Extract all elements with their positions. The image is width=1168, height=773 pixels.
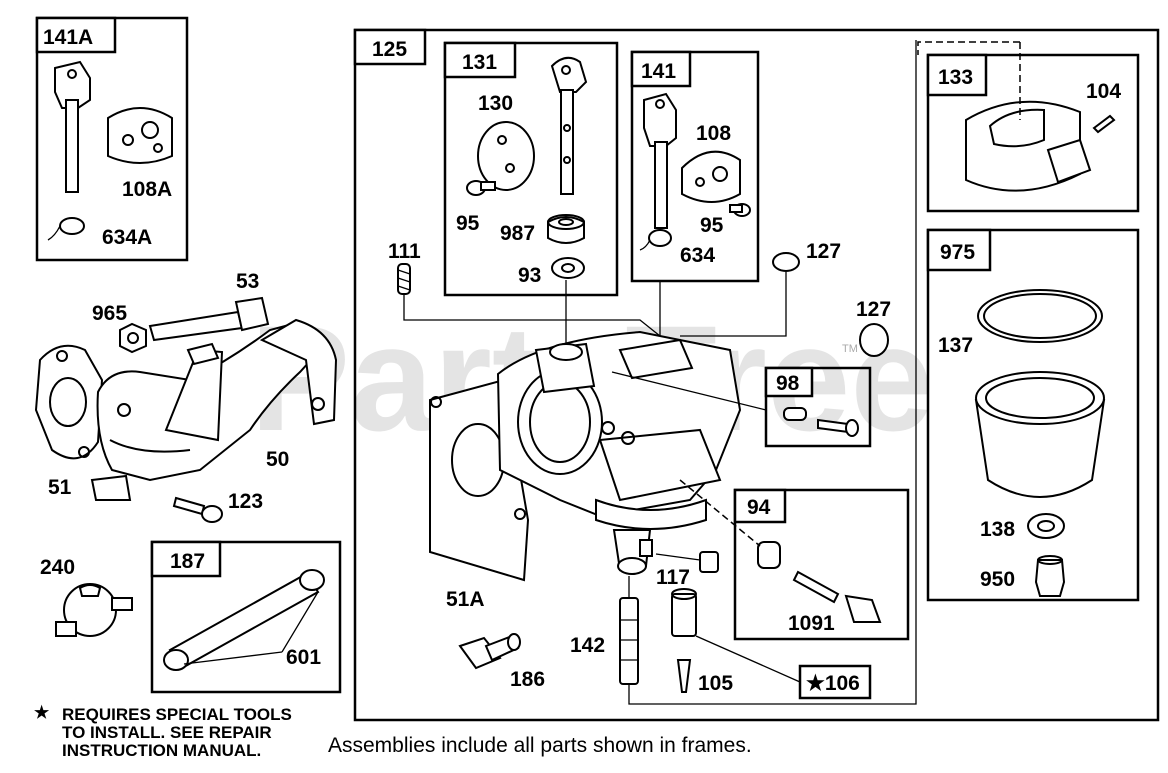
label-127-b: 127 [856,298,891,321]
part-95-screw-b [729,203,751,217]
part-950-nut [1034,555,1066,597]
part-186-elbow [458,633,521,670]
label-50: 50 [266,448,289,471]
part-137-gasket [977,289,1103,343]
label-1091: 1091 [788,612,835,635]
part-634-spring [639,229,672,251]
part-125-carburetor-body [496,330,742,575]
part-987-seal [547,214,585,244]
frame-133-label: 133 [938,66,973,89]
note-line-3: INSTRUCTION MANUAL. [62,741,261,760]
part-94-mixture-screw [757,541,882,623]
part-142-nozzle [619,597,639,685]
frame-94-label: 94 [747,496,771,519]
label-104: 104 [1086,80,1121,103]
part-123-bolt [172,496,223,523]
part-53-stud [148,296,270,342]
label-130: 130 [478,92,513,115]
frame-131: 131 130 95 987 93 [443,41,619,297]
frame-141A-label: 141A [43,26,93,49]
part-104-pin [1092,114,1116,134]
label-987: 987 [500,222,535,245]
label-51A: 51A [446,588,485,611]
footer-note: Assemblies include all parts shown in fr… [328,734,752,757]
frame-94: 94 1091 [733,488,910,641]
part-141A-shaft [54,60,91,193]
part-108-plate [681,150,741,203]
part-133-float [965,100,1092,192]
frame-141A: 141A 108A 634A [35,16,189,262]
label-138: 138 [980,518,1015,541]
part-965-nut [119,322,147,354]
part-117-plug [699,551,719,573]
special-tools-note: ★ REQUIRES SPECIAL TOOLS TO INSTALL. SEE… [34,703,292,760]
label-117: 117 [656,566,690,589]
label-105: 105 [698,672,733,695]
label-93: 93 [518,264,541,287]
frame-131-label: 131 [462,51,497,74]
label-634A: 634A [102,226,152,249]
part-95-screw-a [466,180,496,196]
part-98-idle-screw [783,407,859,437]
label-95-a: 95 [456,212,480,235]
frame-98: 98 [764,366,872,448]
label-123: 123 [228,490,263,513]
label-95-b: 95 [700,214,724,237]
label-950: 950 [980,568,1015,591]
part-51-gasket [34,344,104,460]
label-108: 108 [696,122,731,145]
watermark-trademark: TM [842,343,858,355]
note-star: ★ [34,703,50,722]
label-108A: 108A [122,178,172,201]
part-240-filter [55,583,133,637]
part-130-plate [477,121,535,191]
frame-187: 187 601 [150,540,342,694]
frame-125-label: 125 [372,38,407,61]
label-240: 240 [40,556,75,579]
frame-125: 125 [353,28,1160,722]
label-51: 51 [48,476,72,499]
label-601: 601 [286,646,321,669]
part-131-choke-shaft [550,56,588,195]
part-141-throttle-shaft [643,92,677,229]
frame-98-label: 98 [776,372,800,395]
part-111-spring [397,263,411,295]
part-127-plug-b [859,323,889,357]
frame-975: 975 137 138 950 [926,228,1140,602]
frame-187-label: 187 [170,550,205,573]
frame-141: 141 108 95 634 [630,50,760,283]
label-965: 965 [92,302,127,325]
label-127-a: 127 [806,240,841,263]
part-634A [47,217,85,241]
note-line-2: TO INSTALL. SEE REPAIR [62,723,272,742]
frame-141-label: 141 [641,60,676,83]
part-108A [107,107,173,164]
part-127-plug-a [772,252,800,272]
label-142: 142 [570,634,605,657]
label-186: 186 [510,668,545,691]
frame-133: 133 104 [917,41,1140,213]
part-975-bowl [974,371,1106,498]
frame-106: ★106 [798,664,872,700]
label-137: 137 [938,334,973,357]
frame-975-label: 975 [940,241,975,264]
part-93-seal [551,257,585,279]
part-50-manifold [90,318,338,501]
part-105-seat [671,588,697,637]
part-138-washer [1027,513,1065,539]
frame-106-label: ★106 [806,672,860,695]
label-634: 634 [680,244,715,267]
part-105-needle [676,659,692,693]
note-line-1: REQUIRES SPECIAL TOOLS [62,705,292,724]
label-111: 111 [388,240,421,263]
label-53: 53 [236,270,259,293]
